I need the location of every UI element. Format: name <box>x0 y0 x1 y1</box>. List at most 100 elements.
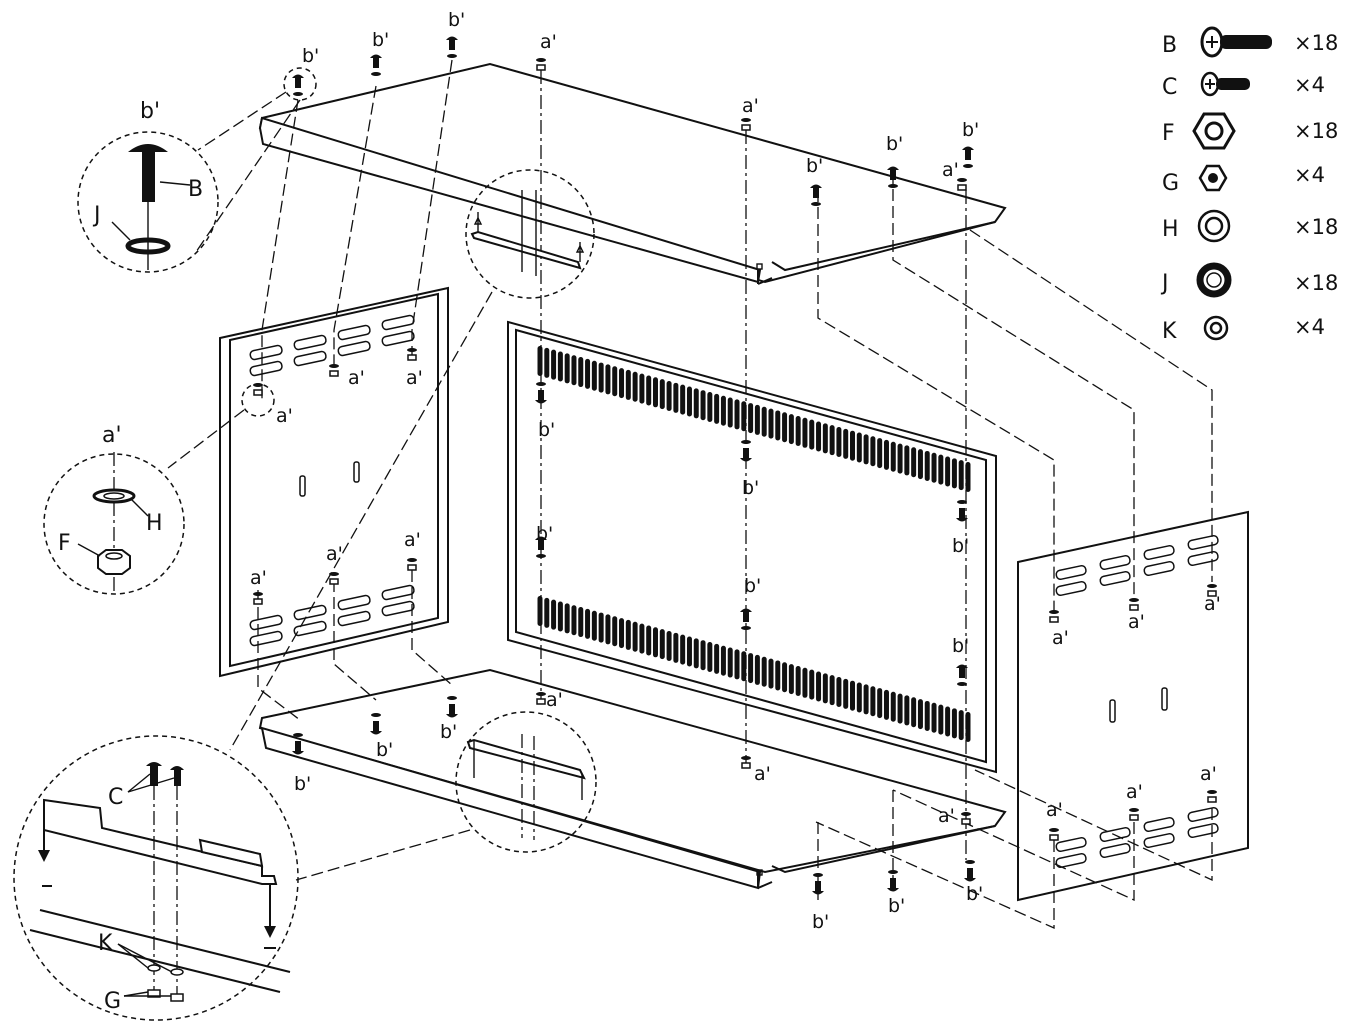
vent-slot <box>802 417 808 448</box>
bolt-b-marker <box>956 500 968 522</box>
vent-slot <box>612 366 618 397</box>
nut-a-marker <box>961 812 971 825</box>
detail-bolt-label-b: B <box>188 177 203 202</box>
vent-slot <box>890 441 896 472</box>
vent-slot <box>659 379 665 410</box>
callout-b-prime: b' <box>440 721 457 743</box>
small-washer-icon <box>1203 315 1229 341</box>
callout-a-prime: a' <box>1046 799 1063 821</box>
bolt-b-marker <box>810 184 822 206</box>
vent-slot <box>598 612 604 643</box>
nut-a-marker <box>536 692 546 705</box>
vent-slot <box>652 377 658 408</box>
vent-slot <box>720 395 726 426</box>
callout-b-prime: b' <box>952 535 969 557</box>
vent-slot <box>775 660 781 691</box>
vent-slot <box>632 371 638 402</box>
vent-slot <box>768 408 774 439</box>
vent-slot <box>931 702 937 733</box>
detail-washer-label-k: K <box>98 931 113 956</box>
nut-a-marker <box>253 592 263 605</box>
legend-letter-k: K <box>1162 319 1177 344</box>
vent-slot <box>965 712 971 742</box>
callout-b-prime: b' <box>962 119 979 141</box>
vent-slot <box>707 392 713 423</box>
vent-slot <box>822 423 828 454</box>
vent-slot <box>605 364 611 395</box>
detail-nut-title: a' <box>102 423 122 448</box>
vent-slot <box>686 636 692 667</box>
vent-slot <box>564 603 570 634</box>
detail-washer-label-j: J <box>92 203 101 228</box>
callout-a-prime: a' <box>1052 627 1069 649</box>
callout-b-prime: b' <box>888 895 905 917</box>
vent-slot <box>931 452 937 483</box>
bolt-b-marker <box>370 54 382 76</box>
vent-slot <box>795 415 801 446</box>
vent-slot <box>850 430 856 461</box>
vent-slot <box>788 664 794 695</box>
bolt-b-marker <box>292 74 304 96</box>
legend-row-h: H ×18 <box>1162 209 1338 243</box>
vent-slot <box>904 695 910 726</box>
callout-b-prime: b' <box>376 739 393 761</box>
back-panel-top-vents <box>537 346 971 492</box>
vent-slot <box>958 710 964 741</box>
vent-slot <box>585 358 591 389</box>
callout-a-prime: a' <box>348 367 365 389</box>
vent-slot <box>795 665 801 696</box>
vent-slot <box>557 601 563 632</box>
callout-a-prime: a' <box>1128 611 1145 633</box>
callout-b-prime: b' <box>302 45 319 67</box>
legend-qty-j: ×18 <box>1294 271 1338 295</box>
callout-a-prime: a' <box>938 805 955 827</box>
vent-slot <box>768 658 774 689</box>
vent-slot <box>591 360 597 391</box>
hex-nut-large-icon <box>1192 112 1236 150</box>
legend-letter-j: J <box>1160 271 1169 296</box>
vent-slot <box>537 346 543 376</box>
vent-slot <box>646 625 652 656</box>
nut-a-marker <box>1129 808 1139 821</box>
nut-a-marker <box>1049 610 1059 623</box>
callout-b-prime: b' <box>536 523 553 545</box>
vent-slot <box>673 382 679 413</box>
nut-a-marker <box>741 118 751 131</box>
vent-slot <box>924 700 930 731</box>
vent-slot <box>782 412 788 443</box>
vent-slot <box>863 434 869 465</box>
bolt-b-marker <box>812 873 824 895</box>
vent-slot <box>945 456 951 487</box>
callout-a-prime: a' <box>1204 593 1221 615</box>
callout-labels: b'b'b'a'a'b'b'b'a'a'a'a'b'b'b'b'b'b'a'a'… <box>250 9 1221 933</box>
vent-slot <box>911 697 917 728</box>
callout-a-prime: a' <box>942 159 959 181</box>
legend-letter-f: F <box>1162 121 1175 146</box>
vent-slot <box>897 693 903 724</box>
vent-slot <box>557 351 563 382</box>
vent-slot <box>741 651 747 682</box>
vent-slot <box>836 677 842 708</box>
vent-slot <box>598 362 604 393</box>
legend-qty-k: ×4 <box>1294 315 1325 339</box>
right-panel-top-vents <box>1055 534 1219 597</box>
vent-slot <box>802 667 808 698</box>
vent-slot <box>700 390 706 421</box>
bolt-b-marker <box>962 146 974 168</box>
vent-slot <box>666 380 672 411</box>
vent-slot <box>544 347 550 378</box>
vent-slot <box>863 684 869 715</box>
vent-slot <box>870 436 876 467</box>
vent-slot <box>850 680 856 711</box>
callout-b-prime: b' <box>538 419 555 441</box>
flat-washer-icon <box>1197 209 1231 243</box>
legend-row-g: G ×4 <box>1162 163 1325 196</box>
bolt-b-marker <box>370 713 382 735</box>
vent-slot <box>625 369 631 400</box>
callout-b-prime: b' <box>742 477 759 499</box>
detail-bolt-b: b' B J <box>77 67 317 273</box>
callout-b-prime: b' <box>952 635 969 657</box>
vent-slot <box>632 621 638 652</box>
vent-slot <box>809 419 815 450</box>
vent-slot <box>938 454 944 485</box>
